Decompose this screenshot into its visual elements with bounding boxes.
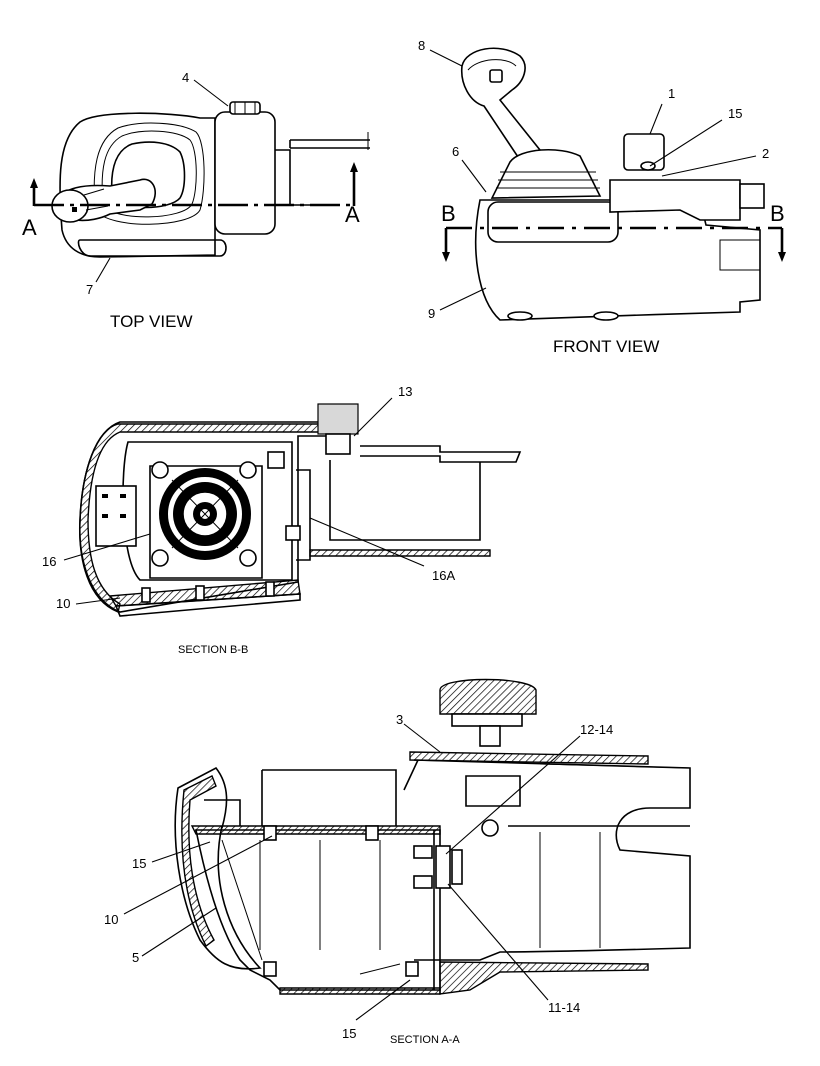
callout-15-aa-bottom: 15 <box>342 1026 356 1041</box>
section-letter-b-left: B <box>441 201 456 226</box>
callout-2: 2 <box>762 146 769 161</box>
section-aa-title: SECTION A-A <box>390 1034 460 1046</box>
callout-16a: 16A <box>432 568 455 583</box>
callout-3: 3 <box>396 712 403 727</box>
callout-12-14: 12-14 <box>580 722 613 737</box>
front-view-drawing <box>429 47 786 321</box>
section-bb-drawing <box>63 397 522 617</box>
callout-9: 9 <box>428 306 435 321</box>
section-aa-drawing <box>123 678 691 1021</box>
section-letter-b-right: B <box>770 201 785 226</box>
callout-15-aa-left: 15 <box>132 856 146 871</box>
callout-4: 4 <box>182 70 189 85</box>
callout-7: 7 <box>86 282 93 297</box>
section-letter-a-left: A <box>22 215 37 240</box>
callout-15-front: 15 <box>728 106 742 121</box>
callout-13: 13 <box>398 384 412 399</box>
top-view-drawing <box>30 79 370 283</box>
callout-10-bb: 10 <box>56 596 70 611</box>
callout-10-aa: 10 <box>104 912 118 927</box>
front-view-title: FRONT VIEW <box>553 337 659 356</box>
callout-11-14: 11-14 <box>548 1000 580 1015</box>
callout-16: 16 <box>42 554 56 569</box>
callout-6: 6 <box>452 144 459 159</box>
callout-5: 5 <box>132 950 139 965</box>
callout-8: 8 <box>418 38 425 53</box>
callout-1: 1 <box>668 86 675 101</box>
top-view-title: TOP VIEW <box>110 312 193 331</box>
section-letter-a-right: A <box>345 202 360 227</box>
section-bb-title: SECTION B-B <box>178 644 248 656</box>
